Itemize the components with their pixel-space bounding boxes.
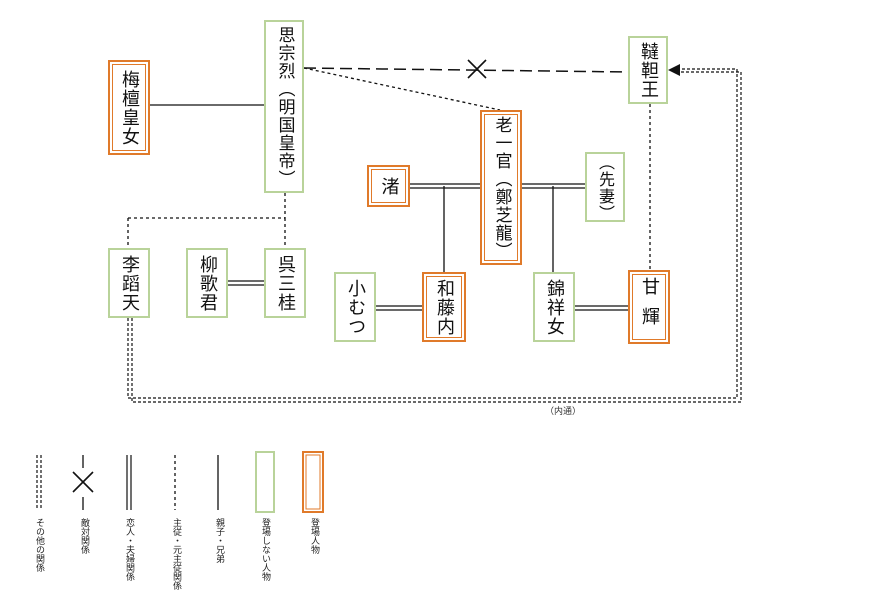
node-gosankei: 呉三桂	[264, 248, 306, 318]
node-label: 李蹈天	[119, 254, 140, 312]
node-umekanjo: 梅檀皇女	[108, 60, 150, 155]
node-label: （先妻）	[596, 154, 615, 222]
node-label: 呉三桂	[275, 254, 296, 312]
node-watonai: 和藤内	[422, 272, 466, 342]
node-kinshojo: 錦祥女	[533, 272, 575, 342]
legend-parent: 親子・兄弟	[214, 518, 224, 563]
enemy-cross-icon	[467, 59, 487, 79]
node-sensai: （先妻）	[585, 152, 625, 222]
node-label: 錦祥女	[544, 278, 565, 336]
node-label: 渚	[378, 176, 400, 196]
node-ryukakun: 柳歌君	[186, 248, 228, 318]
node-nagisa: 渚	[367, 165, 410, 207]
node-label: 小むつ	[345, 278, 366, 336]
node-label: 老一官（鄭芝龍）	[491, 115, 512, 260]
legend-spouse: 恋人・夫婦関係	[124, 518, 134, 581]
legend-appearing: 登場人物	[309, 518, 319, 554]
legend-master: 主従・元主従関係	[171, 518, 181, 590]
annotation-naitsu: （内通）	[545, 407, 582, 417]
node-label: 梅檀皇女	[119, 69, 140, 146]
legend-not-appearing: 登場しない人物	[260, 518, 270, 581]
node-label: 柳歌君	[197, 254, 218, 312]
node-ritoten: 李蹈天	[108, 248, 150, 318]
line-other-ritoten-dattan	[127, 68, 742, 403]
legend-enemy: 敵対関係	[79, 518, 89, 554]
node-label: 和藤内	[434, 278, 455, 336]
line-enemy-sosoretsu-dattan	[303, 67, 629, 73]
node-label: 甘輝	[639, 277, 660, 337]
node-komutsu: 小むつ	[334, 272, 376, 342]
node-dattan: 韃靼王	[628, 36, 668, 104]
node-roikkan: 老一官（鄭芝龍）	[480, 110, 522, 265]
arrowhead-icon	[668, 64, 680, 76]
legend-other: その他の関係	[34, 518, 44, 572]
node-label: 韃靼王	[638, 41, 659, 99]
legend-symbols	[36, 451, 324, 513]
node-kanki: 甘輝	[628, 270, 670, 344]
node-sosoretsu: 思宗烈（明国皇帝）	[264, 20, 304, 193]
node-label: 思宗烈（明国皇帝）	[274, 25, 295, 188]
